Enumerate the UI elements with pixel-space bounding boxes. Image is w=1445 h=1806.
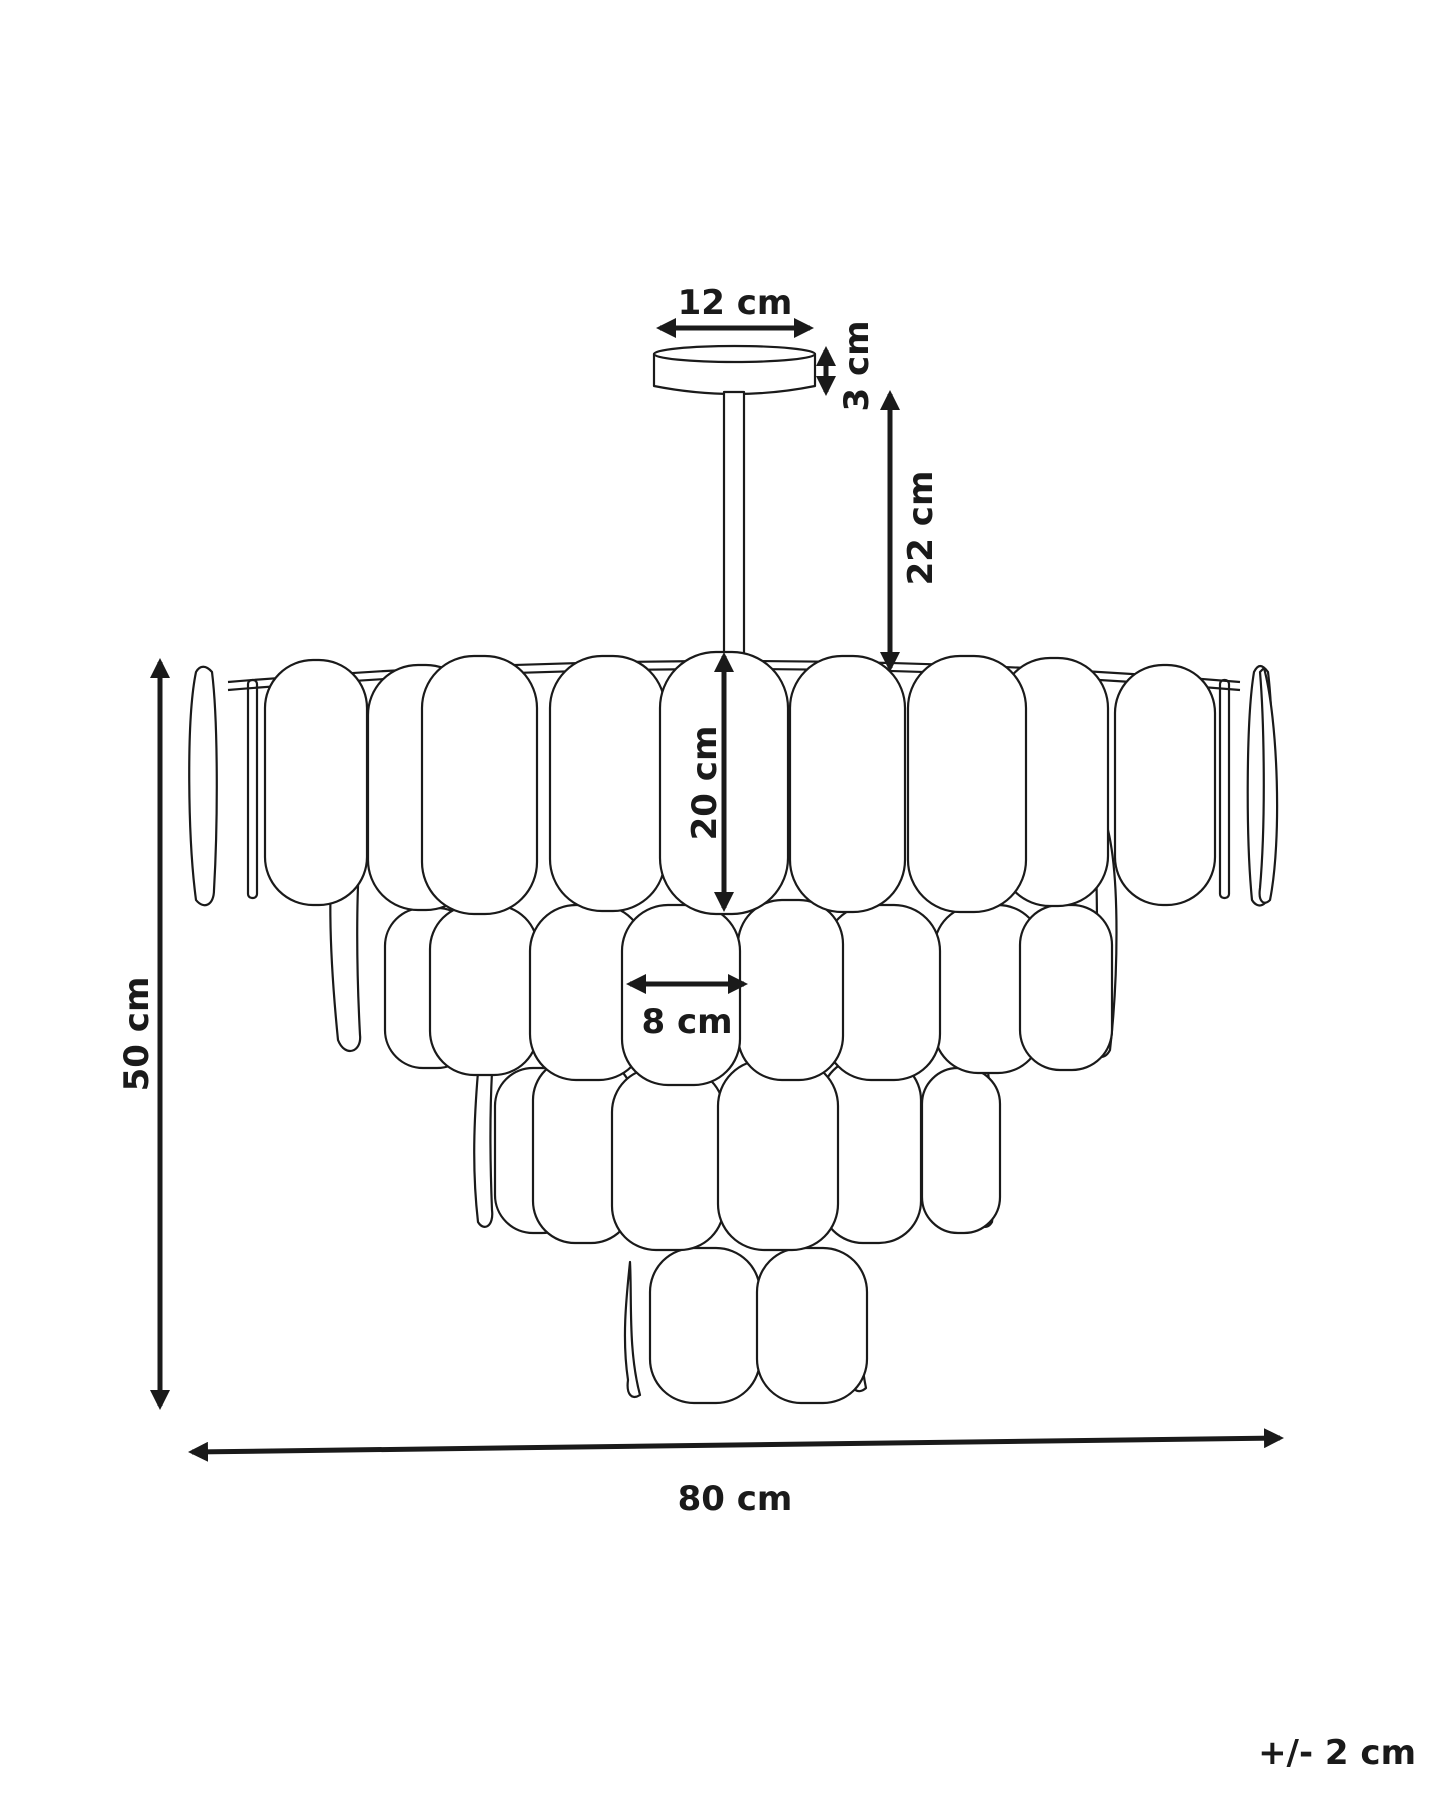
shade-tier-4 [623,1246,869,1405]
suspension-rod [722,390,746,674]
dim-arrow-total-width [188,1428,1284,1462]
tolerance-note: +/- 2 cm [1258,1733,1416,1773]
lamp-canopy [652,344,817,396]
dim-label-total-width: 80 cm [678,1479,793,1519]
dim-label-shade-width: 8 cm [641,1002,732,1042]
shade-tier-3 [473,1056,1002,1252]
shade-tier-1 [188,650,1279,916]
dim-label-rod-length: 22 cm [901,471,941,586]
dim-label-shade-height: 20 cm [685,726,725,841]
dim-label-canopy-width: 12 cm [678,283,793,323]
chandelier-body [188,650,1279,1405]
dim-label-canopy-height: 3 cm [837,320,877,411]
dim-label-total-height: 50 cm [117,977,157,1092]
